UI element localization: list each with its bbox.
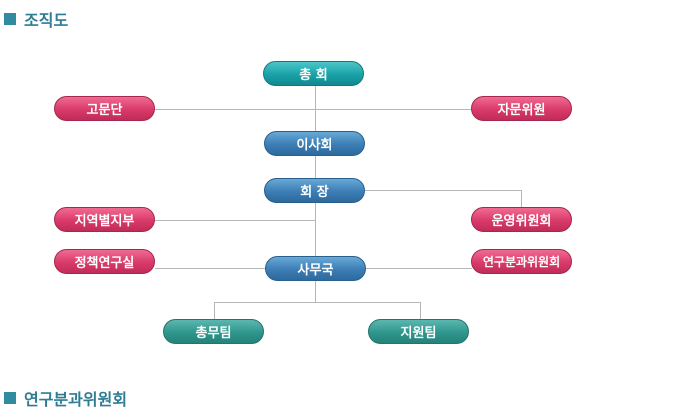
node-board-of-directors: 이사회 [264, 131, 365, 156]
node-secretariat: 사무국 [265, 256, 366, 281]
node-support-team: 지원팀 [368, 319, 469, 344]
node-general-assembly: 총 회 [263, 61, 364, 86]
node-research-subcommittee: 연구분과위원회 [471, 249, 572, 274]
connector-support-vertical [420, 302, 421, 320]
connector-steering-vertical [521, 190, 522, 207]
connector-general-affairs-vertical [214, 302, 215, 320]
node-president: 회 장 [264, 178, 365, 203]
connector-steering-horizontal [365, 190, 522, 191]
connector-advisory-horizontal [155, 109, 472, 110]
square-bullet-icon [4, 392, 16, 404]
node-regional-branches: 지역별지부 [54, 207, 155, 232]
section-title-text: 조직도 [24, 11, 69, 30]
connector-regional-horizontal [155, 220, 316, 221]
connector-teams-horizontal [214, 302, 421, 303]
section-title-text: 연구분과위원회 [24, 390, 128, 409]
node-steering-committee: 운영위원회 [471, 207, 572, 232]
node-general-affairs-team: 총무팀 [163, 319, 264, 344]
node-policy-research-office: 정책연구실 [54, 249, 155, 274]
square-bullet-icon [4, 13, 16, 25]
connector-policy-horizontal [155, 268, 266, 269]
section-title-research-committee: 연구분과위원회 [4, 386, 127, 410]
node-advisory-group: 고문단 [54, 96, 155, 121]
section-title-org-chart: 조직도 [4, 7, 68, 31]
node-consultative-committee: 자문위원 [471, 96, 572, 121]
connector-research-horizontal [366, 268, 472, 269]
